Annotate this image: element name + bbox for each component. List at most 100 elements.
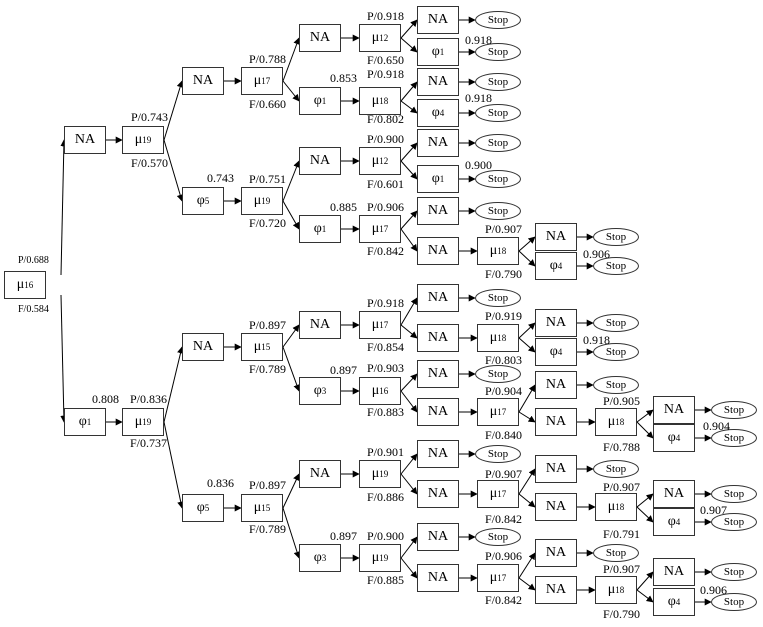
edge-root-a bbox=[60, 139, 68, 276]
edge-c1-d1 bbox=[163, 421, 185, 509]
stop-node: Stop bbox=[475, 445, 521, 463]
edge-d10-d11 bbox=[636, 493, 654, 508]
edge-b4-b6 bbox=[400, 160, 418, 180]
edge-value-b11-p: P/0.907 bbox=[485, 222, 523, 236]
edge-d17-d19 bbox=[518, 577, 536, 591]
stop-node: Stop bbox=[593, 343, 639, 361]
stop-node: Stop bbox=[711, 429, 757, 447]
edge-value-c10-v: 0.918 bbox=[583, 333, 610, 347]
tree-node-d3: NA bbox=[299, 460, 341, 488]
tree-node-a4: NA bbox=[299, 24, 341, 52]
edge-b2-b7 bbox=[282, 200, 300, 230]
edge-c12-c13 bbox=[400, 373, 418, 392]
edge-value-d17-f: F/0.842 bbox=[485, 593, 523, 607]
stop-node: Stop bbox=[711, 593, 757, 611]
edge-value-d2-p: P/0.897 bbox=[249, 478, 287, 492]
edge-c12-c14 bbox=[400, 390, 418, 413]
edge-value-d20-p: P/0.907 bbox=[603, 562, 641, 576]
edge-a5-a7 bbox=[400, 37, 418, 53]
edge-d10-d12 bbox=[636, 506, 654, 523]
edge-value-a3-p: P/0.788 bbox=[249, 52, 287, 66]
edge-value-root-f: F/0.584 bbox=[18, 304, 49, 315]
edge-value-b13-v: 0.906 bbox=[583, 247, 610, 261]
edge-value-b2-f: F/0.720 bbox=[249, 216, 287, 230]
edge-value-a9-f: F/0.802 bbox=[367, 112, 405, 126]
tree-node-b12: NA bbox=[535, 223, 577, 251]
edge-value-a7-v: 0.918 bbox=[465, 33, 492, 47]
edge-value-d14-f: F/0.885 bbox=[367, 573, 405, 587]
edge-c15-c17 bbox=[518, 411, 536, 423]
stop-node: Stop bbox=[475, 134, 521, 152]
edge-value-a11-v: 0.918 bbox=[465, 91, 492, 105]
edge-c5-c7 bbox=[400, 324, 418, 339]
tree-node-d8: NA bbox=[535, 455, 577, 483]
tree-node-c4: NA bbox=[299, 311, 341, 339]
edge-value-d14-p: P/0.900 bbox=[367, 529, 405, 543]
tree-node-c6: NA bbox=[417, 284, 459, 312]
edge-value-a3-f: F/0.660 bbox=[249, 97, 287, 111]
edge-value-a1-f: F/0.570 bbox=[131, 156, 169, 170]
tree-node-d19: NA bbox=[535, 576, 577, 604]
tree-node-d16: NA bbox=[417, 564, 459, 592]
edge-value-d1-v: 0.836 bbox=[207, 476, 234, 490]
edge-value-a5-f: F/0.650 bbox=[367, 53, 405, 67]
tree-node-c16: NA bbox=[535, 371, 577, 399]
edge-value-c18-f: F/0.788 bbox=[603, 440, 641, 454]
stop-node: Stop bbox=[475, 11, 521, 29]
edge-value-c1-f: F/0.737 bbox=[130, 436, 168, 450]
tree-node-b9: NA bbox=[417, 197, 459, 225]
tree-node-d6: NA bbox=[417, 480, 459, 508]
stop-node: Stop bbox=[711, 401, 757, 419]
edge-value-b6-v: 0.900 bbox=[465, 158, 492, 172]
tree-node-b3: NA bbox=[299, 147, 341, 175]
stop-node: Stop bbox=[475, 289, 521, 307]
edge-value-b2-p: P/0.751 bbox=[249, 172, 287, 186]
edge-root-c bbox=[60, 294, 68, 423]
edge-value-c11-v: 0.897 bbox=[330, 363, 357, 377]
edge-c15-c16 bbox=[518, 384, 536, 413]
edge-value-c8-p: P/0.919 bbox=[485, 309, 523, 323]
edge-value-b8-f: F/0.842 bbox=[367, 244, 405, 258]
edge-d20-d21 bbox=[636, 571, 654, 591]
tree-node-c7: NA bbox=[417, 324, 459, 352]
edge-value-c15-p: P/0.904 bbox=[485, 384, 523, 398]
edge-c18-c20 bbox=[636, 421, 654, 439]
edge-d14-d15 bbox=[400, 536, 418, 559]
edge-value-c5-f: F/0.854 bbox=[367, 340, 405, 354]
tree-node-c13: NA bbox=[417, 360, 459, 388]
edge-value-b1-v: 0.743 bbox=[207, 171, 234, 185]
edge-a9-a11 bbox=[400, 100, 418, 114]
edge-value-d4-p: P/0.901 bbox=[367, 445, 405, 459]
edge-d2-d13 bbox=[282, 507, 301, 559]
stop-node: Stop bbox=[593, 460, 639, 478]
edge-value-c20-v: 0.904 bbox=[703, 419, 730, 433]
tree-node-c17: NA bbox=[535, 408, 577, 436]
edge-c5-c6 bbox=[400, 297, 418, 326]
stop-node: Stop bbox=[475, 365, 521, 383]
edge-b8-b10 bbox=[400, 228, 418, 252]
tree-node-c19: NA bbox=[653, 396, 695, 424]
